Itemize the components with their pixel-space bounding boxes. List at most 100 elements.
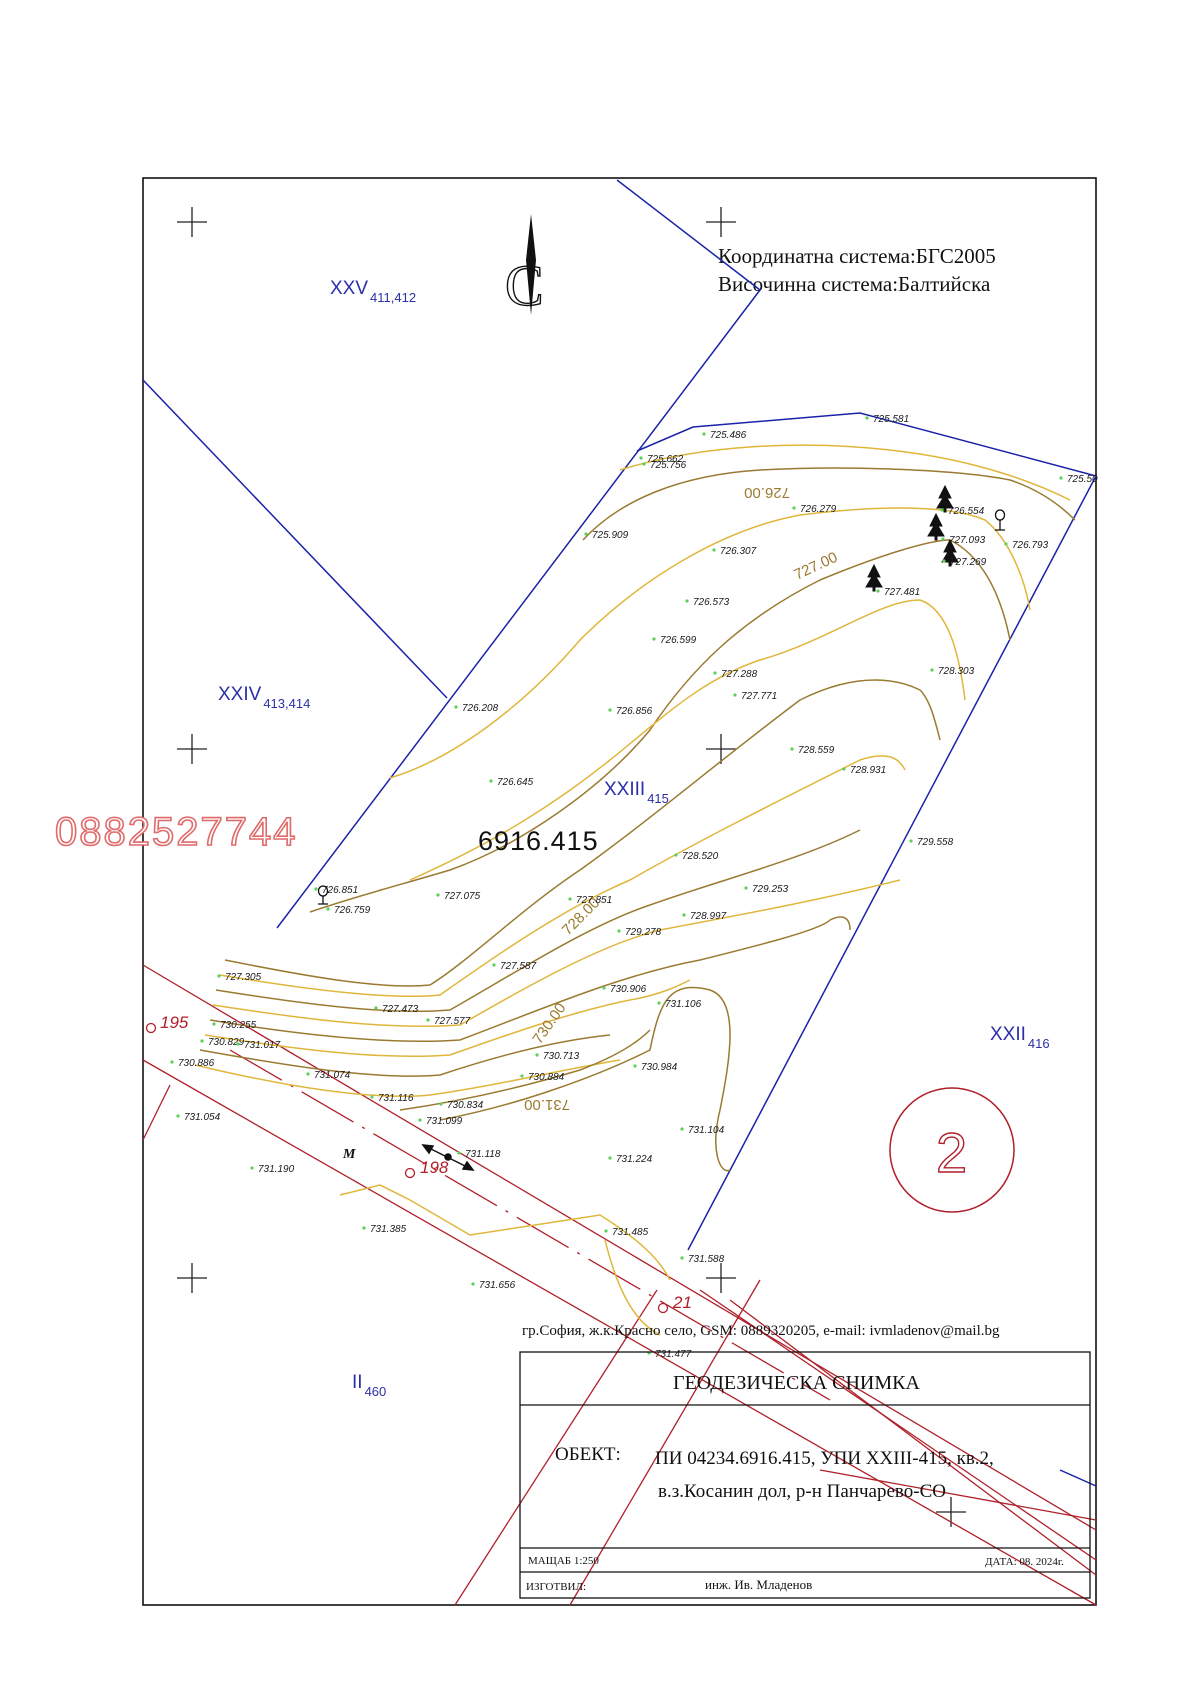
elevation-label: 725.909	[592, 530, 629, 541]
elevation-point	[1004, 542, 1008, 546]
elevation-point	[471, 1282, 475, 1286]
contour-label: 730.00	[529, 1000, 569, 1047]
elevation-point	[436, 893, 440, 897]
grid-cross-icon	[706, 1263, 736, 1293]
elevation-point	[657, 1001, 661, 1005]
contour-lines	[194, 444, 1076, 1336]
elevation-point	[942, 559, 946, 563]
scale-label: МАЩАБ 1:250	[528, 1555, 599, 1567]
elevation-label: 726.793	[1012, 540, 1049, 551]
elevation-point	[489, 779, 493, 783]
elevation-point	[608, 708, 612, 712]
double-arrow-icon	[421, 1144, 475, 1171]
deciduous-tree-icon	[317, 885, 329, 905]
title-block-title: ГЕОДЕЗИЧЕСКА СНИМКА	[673, 1372, 920, 1394]
grid-cross-icon	[177, 734, 207, 764]
elevation-point	[744, 886, 748, 890]
elevation-label: 728.303	[938, 666, 975, 677]
elevation-label: 726.208	[462, 703, 499, 714]
height-system-label: Височинна система:Балтийска	[718, 272, 991, 296]
elevation-point	[680, 1256, 684, 1260]
elevation-point	[682, 913, 686, 917]
elevation-label: 726.599	[660, 635, 697, 646]
elevation-label: 727.587	[500, 961, 537, 972]
quarter-number: 2	[936, 1121, 967, 1184]
elevation-label: 731.074	[314, 1070, 351, 1081]
elevation-label: 730.713	[543, 1051, 580, 1062]
elevation-label: 731.385	[370, 1224, 407, 1235]
elevation-label: 731.190	[258, 1164, 295, 1175]
elevation-point	[426, 1018, 430, 1022]
elevation-label: 727.481	[884, 587, 920, 598]
elevation-label: 729.558	[917, 837, 954, 848]
elevation-label: 731.054	[184, 1112, 221, 1123]
elevation-point	[930, 668, 934, 672]
elevation-point	[633, 1064, 637, 1068]
elevation-label: 726.856	[616, 706, 653, 717]
elevation-label: 728.559	[798, 745, 835, 756]
point-label: 195	[160, 1013, 189, 1032]
elevation-point	[842, 767, 846, 771]
point-marker	[145, 1022, 157, 1034]
elevation-label: 729.253	[752, 884, 789, 895]
map-frame	[142, 177, 1097, 1606]
elevation-label: 730.886	[178, 1058, 215, 1069]
tree-symbols	[865, 484, 959, 592]
elevation-label: 725.756	[650, 460, 687, 471]
elevation-point	[792, 506, 796, 510]
elevation-label: 731.224	[616, 1154, 653, 1165]
elevation-point	[702, 432, 706, 436]
elevation-label: 730.834	[447, 1100, 484, 1111]
elevation-points: 725.486725.581725.50725.662725.756725.90…	[170, 414, 1098, 1360]
elevation-point	[326, 907, 330, 911]
elevation-point	[608, 1156, 612, 1160]
north-letter: С	[505, 253, 544, 318]
elevation-point	[362, 1226, 366, 1230]
elevation-label: 731.588	[688, 1254, 725, 1265]
elevation-point	[200, 1039, 204, 1043]
elevation-point	[418, 1118, 422, 1122]
elevation-label: 726.307	[720, 546, 757, 557]
elevation-point	[602, 986, 606, 990]
elevation-point	[712, 548, 716, 552]
elevation-point	[941, 537, 945, 541]
elevation-label: 730.884	[528, 1072, 565, 1083]
elevation-point	[713, 671, 717, 675]
elevation-label: 728.520	[682, 851, 719, 862]
deciduous-tree-icon	[994, 509, 1006, 531]
elevation-point	[236, 1042, 240, 1046]
elevation-point	[876, 589, 880, 593]
quarter-circle	[889, 1087, 1015, 1213]
elevation-point	[212, 1022, 216, 1026]
parcel-id: 6916.415	[478, 826, 599, 856]
elevation-point	[617, 929, 621, 933]
elevation-point	[492, 963, 496, 967]
coord-system-label: Координатна система:БГС2005	[718, 244, 996, 268]
elevation-label: 725.486	[710, 430, 747, 441]
elevation-label: 725.662	[647, 454, 684, 465]
phone-watermark: 0882527744	[55, 810, 297, 854]
tree-icon	[941, 538, 959, 567]
elevation-label: 731.099	[426, 1116, 463, 1127]
elevation-label: 731.118	[465, 1149, 501, 1160]
object-label: ОБЕКТ:	[555, 1444, 621, 1465]
elevation-label: 730.906	[610, 984, 647, 995]
elevation-point	[642, 462, 646, 466]
elevation-label: 731.104	[688, 1125, 725, 1136]
elevation-point	[1059, 476, 1063, 480]
elevation-point	[733, 693, 737, 697]
date-label: ДАТА: 08. 2024г.	[985, 1556, 1064, 1568]
road-mark: M	[342, 1147, 356, 1162]
elevation-point	[568, 897, 572, 901]
title-block: ГЕОДЕЗИЧЕСКА СНИМКА ОБЕКТ: ПИ 04234.6916…	[519, 1351, 1091, 1599]
elevation-point	[374, 1006, 378, 1010]
object-line-2: в.з.Косанин дол, р-н Панчарево-СО	[658, 1481, 946, 1502]
elevation-point	[940, 508, 944, 512]
elevation-label: 730.829	[208, 1037, 245, 1048]
elevation-label: 730.984	[641, 1062, 678, 1073]
elevation-point	[520, 1074, 524, 1078]
elevation-label: 731.106	[665, 999, 702, 1010]
elevation-point	[170, 1060, 174, 1064]
